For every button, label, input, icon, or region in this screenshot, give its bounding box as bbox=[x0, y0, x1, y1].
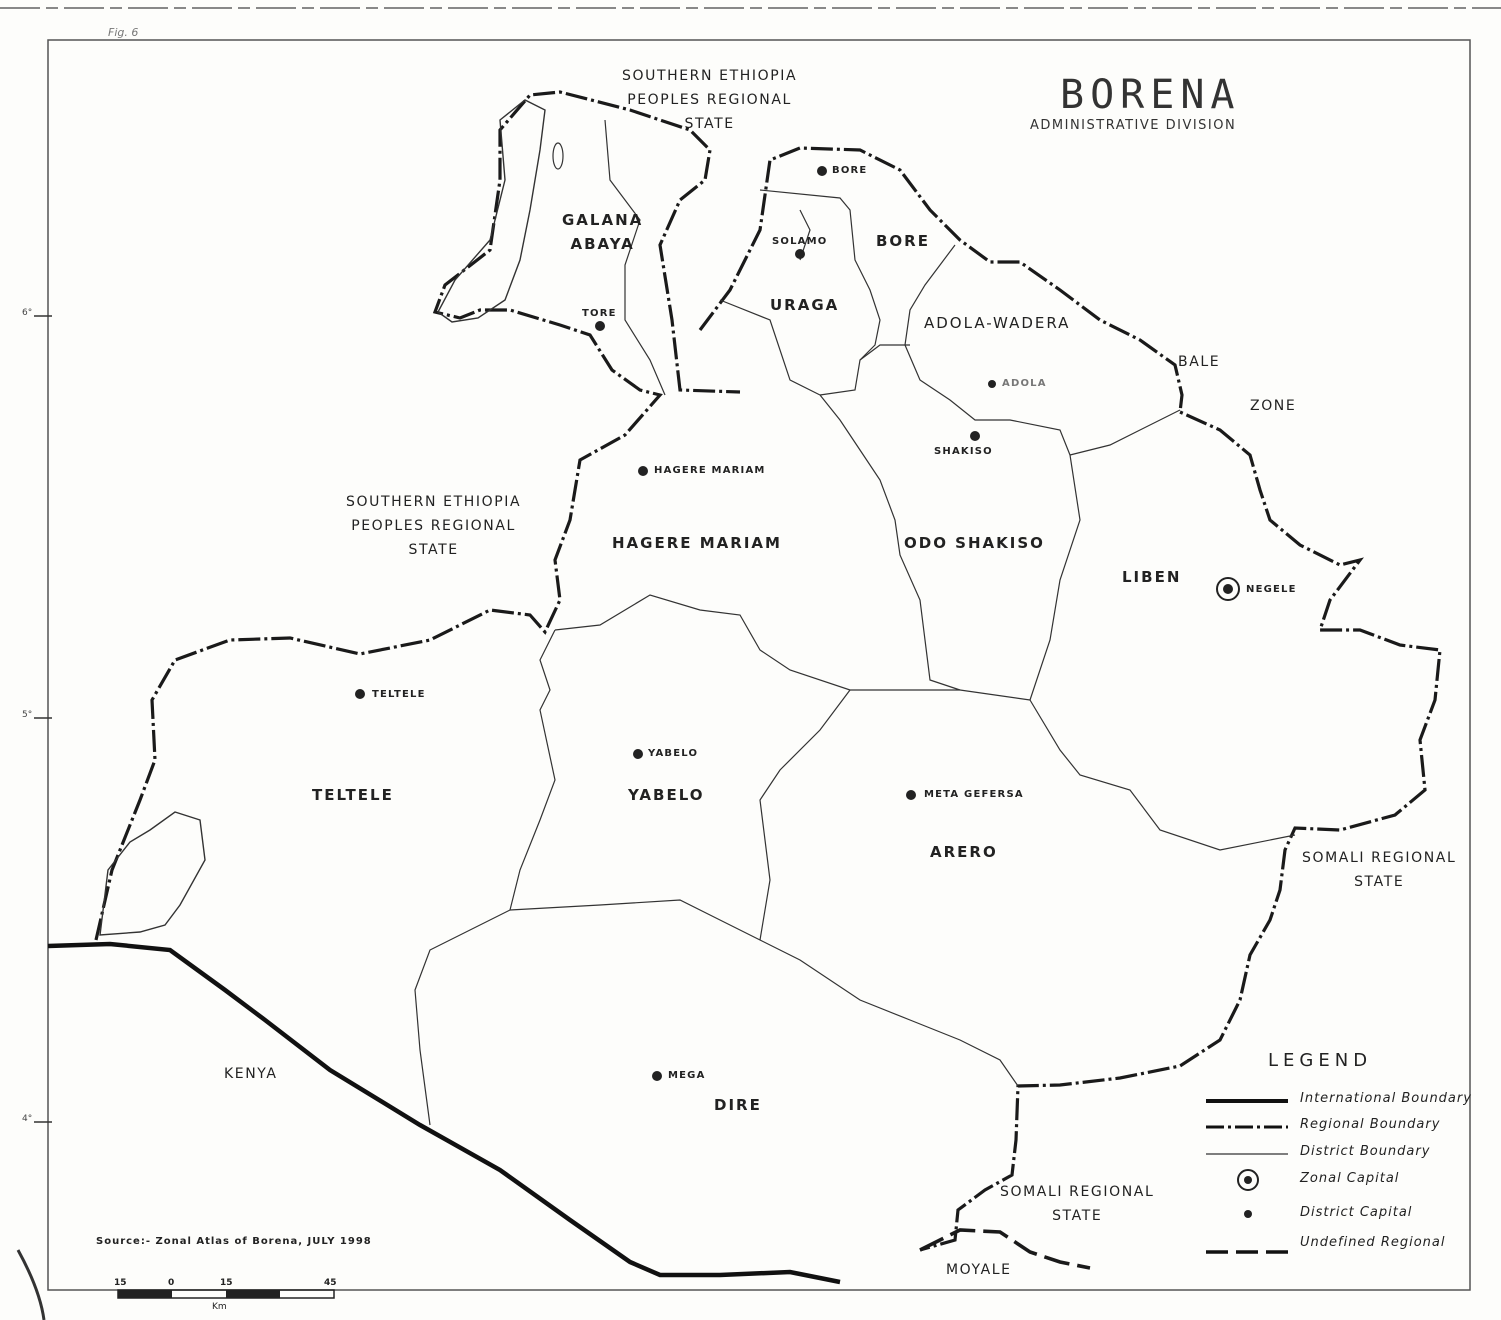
region-label-somali-east: SOMALI REGIONAL STATE bbox=[1302, 850, 1457, 890]
district-label-galana-abaya: GALANA ABAYA bbox=[562, 211, 644, 253]
lat-label-6: 6° bbox=[22, 308, 33, 318]
map-title: BORENA bbox=[1060, 72, 1241, 118]
lat-label-5: 5° bbox=[22, 710, 33, 720]
lat-label-4: 4° bbox=[22, 1114, 33, 1124]
scale-value-45: 45 bbox=[324, 1278, 337, 1288]
scale-value-0: 0 bbox=[168, 1278, 175, 1288]
legend-title: LEGEND bbox=[1268, 1050, 1373, 1071]
region-label-somali-south: SOMALI REGIONAL STATE bbox=[1000, 1184, 1155, 1224]
district-label-arero: ARERO bbox=[930, 843, 998, 861]
region-label-moyale: MOYALE bbox=[946, 1262, 1012, 1278]
district-capital-symbols bbox=[355, 166, 996, 1081]
region-label-snnpr-north: SOUTHERN ETHIOPIA PEOPLES REGIONAL STATE bbox=[622, 68, 798, 132]
region-label-kenya: KENYA bbox=[224, 1066, 278, 1082]
scale-value-15: 15 bbox=[220, 1278, 233, 1288]
town-label-yabelo: YABELO bbox=[648, 748, 699, 759]
district-label-hagere-mariam: HAGERE MARIAM bbox=[612, 534, 782, 552]
district-label-teltele: TELTELE bbox=[312, 786, 394, 804]
town-label-meta-gefersa: META GEFERSA bbox=[924, 789, 1024, 800]
town-label-bore: BORE bbox=[832, 165, 868, 176]
district-boundaries bbox=[414, 119, 1296, 1126]
town-label-tore: TORE bbox=[582, 308, 617, 319]
scale-value-15-left: 15 bbox=[114, 1278, 127, 1288]
source-note: Source:- Zonal Atlas of Borena, JULY 199… bbox=[96, 1236, 372, 1247]
district-label-liben: LIBEN bbox=[1122, 568, 1182, 586]
figure-label: Fig. 6 bbox=[108, 26, 139, 39]
legend-item-undefined-regional: Undefined Regional bbox=[1300, 1235, 1446, 1250]
region-label-zone: ZONE bbox=[1250, 398, 1297, 414]
map-frame bbox=[47, 39, 1471, 1291]
lake-chew-bahir bbox=[99, 811, 206, 936]
district-label-adola-wadera: ADOLA-WADERA bbox=[924, 314, 1071, 332]
district-label-bore: BORE bbox=[876, 232, 930, 250]
town-label-adola: ADOLA bbox=[1002, 378, 1047, 389]
town-label-solamo: SOLAMO bbox=[772, 236, 828, 247]
district-label-dire: DIRE bbox=[714, 1096, 762, 1114]
town-label-teltele: TELTELE bbox=[372, 689, 426, 700]
undefined-boundary-south bbox=[919, 1228, 1091, 1270]
lake-abaya bbox=[437, 99, 546, 323]
international-boundary-line bbox=[47, 941, 841, 1285]
district-label-yabelo: YABELO bbox=[628, 786, 705, 804]
legend-item-international-boundary: International Boundary bbox=[1300, 1091, 1472, 1106]
district-label-uraga: URAGA bbox=[770, 296, 840, 314]
legend-item-district-boundary: District Boundary bbox=[1300, 1144, 1431, 1159]
legend-item-district-capital: District Capital bbox=[1300, 1205, 1413, 1220]
binding-edge bbox=[16, 1249, 46, 1320]
legend-item-regional-boundary: Regional Boundary bbox=[1300, 1117, 1441, 1132]
scale-bar bbox=[117, 1289, 335, 1299]
town-label-hagere-mariam: HAGERE MARIAM bbox=[654, 465, 766, 476]
town-label-negele: NEGELE bbox=[1246, 584, 1297, 595]
region-label-snnpr-west: SOUTHERN ETHIOPIA PEOPLES REGIONAL STATE bbox=[346, 494, 522, 558]
district-label-odo-shakiso: ODO SHAKISO bbox=[904, 534, 1045, 552]
town-label-mega: MEGA bbox=[668, 1070, 706, 1081]
legend-item-zonal-capital: Zonal Capital bbox=[1300, 1171, 1400, 1186]
map-subtitle: ADMINISTRATIVE DIVISION bbox=[1030, 118, 1237, 133]
region-label-bale: BALE bbox=[1178, 354, 1221, 370]
island bbox=[552, 142, 564, 170]
scale-unit: Km bbox=[212, 1302, 227, 1312]
regional-boundary-line bbox=[94, 90, 741, 941]
regional-boundary-east bbox=[698, 146, 1442, 1252]
zonal-capital-symbol bbox=[1216, 577, 1240, 601]
town-label-shakiso: SHAKISO bbox=[934, 446, 993, 457]
legend-swatches bbox=[1206, 1099, 1288, 1254]
